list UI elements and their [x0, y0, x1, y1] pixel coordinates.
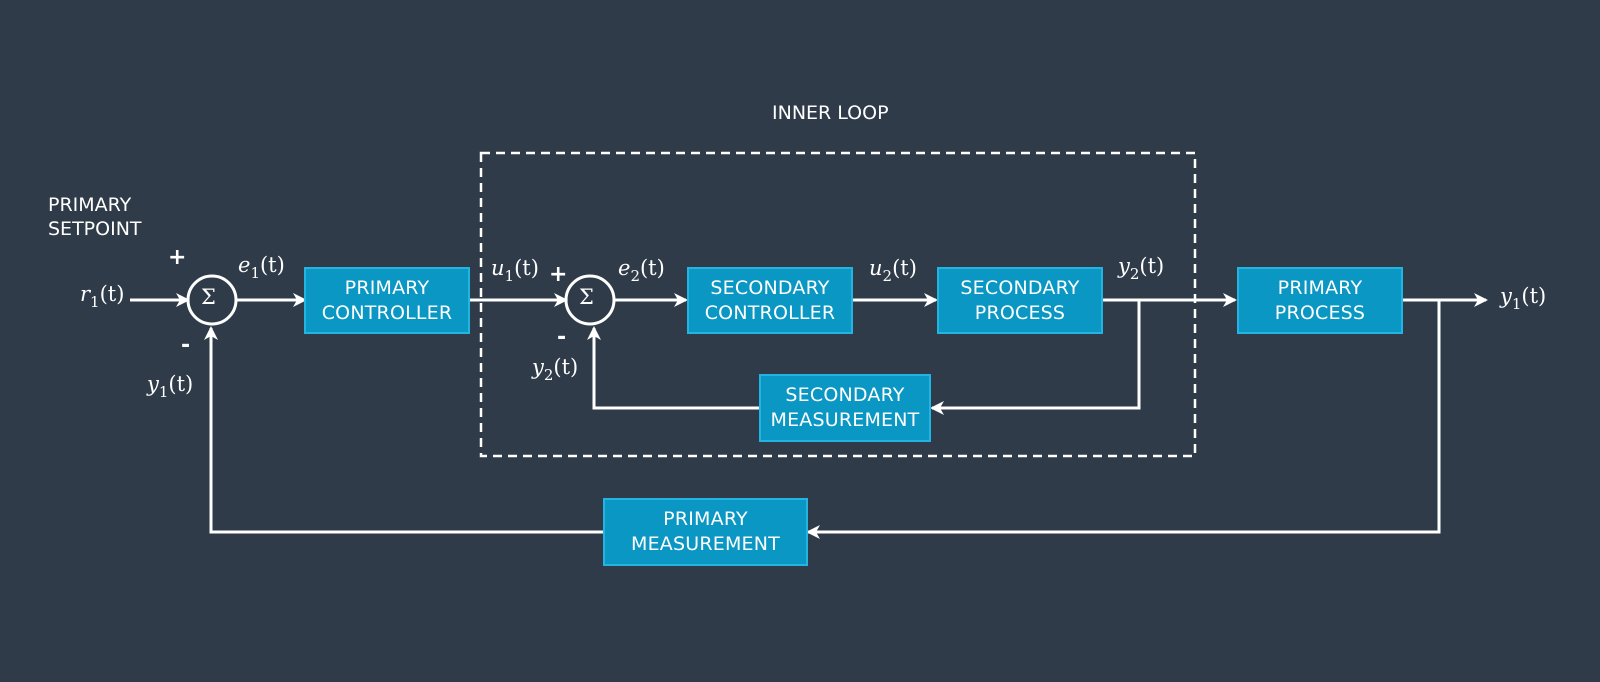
block-label-line1: SECONDARY — [710, 276, 830, 299]
signal-e2: e2(t) — [618, 256, 665, 285]
r1-arg: (t) — [99, 282, 125, 306]
secondary-feedback-return — [587, 326, 759, 410]
block-label-line2: CONTROLLER — [321, 301, 453, 324]
sigma-symbol-2: Σ — [579, 285, 594, 309]
u2-arg: (t) — [892, 256, 917, 280]
y1out-arg: (t) — [1521, 284, 1547, 308]
plus-sign-1: + — [168, 245, 187, 270]
secondary-feedback-path — [930, 300, 1141, 415]
e1-sym: e — [238, 253, 251, 277]
r1-sub: 1 — [90, 293, 100, 311]
signal-u2: u2(t) — [869, 256, 917, 285]
minus-sign-1: - — [181, 333, 191, 358]
secondary-measurement-block: SECONDARY MEASUREMENT — [759, 374, 931, 442]
signal-y2-feedback: y2(t) — [532, 355, 578, 384]
block-label-line1: PRIMARY — [1277, 276, 1363, 299]
block-label-line2: MEASUREMENT — [770, 409, 920, 431]
u2-sub: 2 — [882, 267, 893, 285]
signal-y2-output: y2(t) — [1118, 254, 1164, 283]
y2fb-sub: 2 — [543, 366, 554, 384]
block-label-line1: SECONDARY — [785, 384, 905, 406]
minus-sign-2: - — [557, 325, 567, 350]
e2-sub: 2 — [630, 267, 640, 285]
y1fb-arg: (t) — [168, 372, 194, 396]
y2out-sub: 2 — [1129, 265, 1140, 283]
block-label-line2: CONTROLLER — [704, 301, 836, 324]
y2out-arg: (t) — [1139, 254, 1165, 278]
primary-measurement-block: PRIMARY MEASUREMENT — [603, 498, 808, 566]
y1fb-sub: 1 — [158, 383, 169, 401]
r1-sym: r — [80, 282, 91, 306]
inner-loop-boundary — [479, 151, 1197, 458]
block-label-line1: PRIMARY — [663, 508, 748, 530]
y1out-sym: y — [1500, 284, 1512, 308]
signal-y1-feedback: y1(t) — [147, 372, 193, 401]
block-label-line2: PROCESS — [1274, 301, 1366, 324]
sigma-symbol-1: Σ — [201, 285, 216, 309]
setpoint-label: PRIMARY SETPOINT — [48, 193, 142, 241]
e2-sym: e — [618, 256, 631, 280]
signal-r1: r1(t) — [80, 282, 124, 311]
y2out-sym: y — [1118, 254, 1130, 278]
signal-y1-output: y1(t) — [1500, 284, 1546, 313]
signal-u1: u1(t) — [491, 256, 539, 285]
primary-feedback-return — [204, 326, 603, 534]
inner-loop-label: INNER LOOP — [772, 102, 889, 124]
e2-arg: (t) — [639, 256, 665, 280]
y2fb-sym: y — [532, 355, 544, 379]
block-label-line2: MEASUREMENT — [631, 533, 780, 555]
block-label-line1: SECONDARY — [960, 276, 1080, 299]
u1-arg: (t) — [514, 256, 539, 280]
block-label-line1: PRIMARY — [344, 276, 430, 299]
u1-sym: u — [491, 256, 505, 280]
y2fb-arg: (t) — [553, 355, 579, 379]
e1-arg: (t) — [259, 253, 285, 277]
plus-sign-2: + — [549, 262, 568, 287]
e1-sub: 1 — [250, 264, 260, 282]
setpoint-label-line1: PRIMARY — [48, 194, 132, 216]
block-label-line2: PROCESS — [974, 301, 1066, 324]
y1fb-sym: y — [147, 372, 159, 396]
primary-feedback-path — [806, 300, 1441, 539]
y1out-sub: 1 — [1511, 295, 1522, 313]
u2-sym: u — [869, 256, 883, 280]
signal-e1: e1(t) — [238, 253, 285, 282]
u1-sub: 1 — [504, 267, 515, 285]
setpoint-label-line2: SETPOINT — [48, 218, 142, 240]
